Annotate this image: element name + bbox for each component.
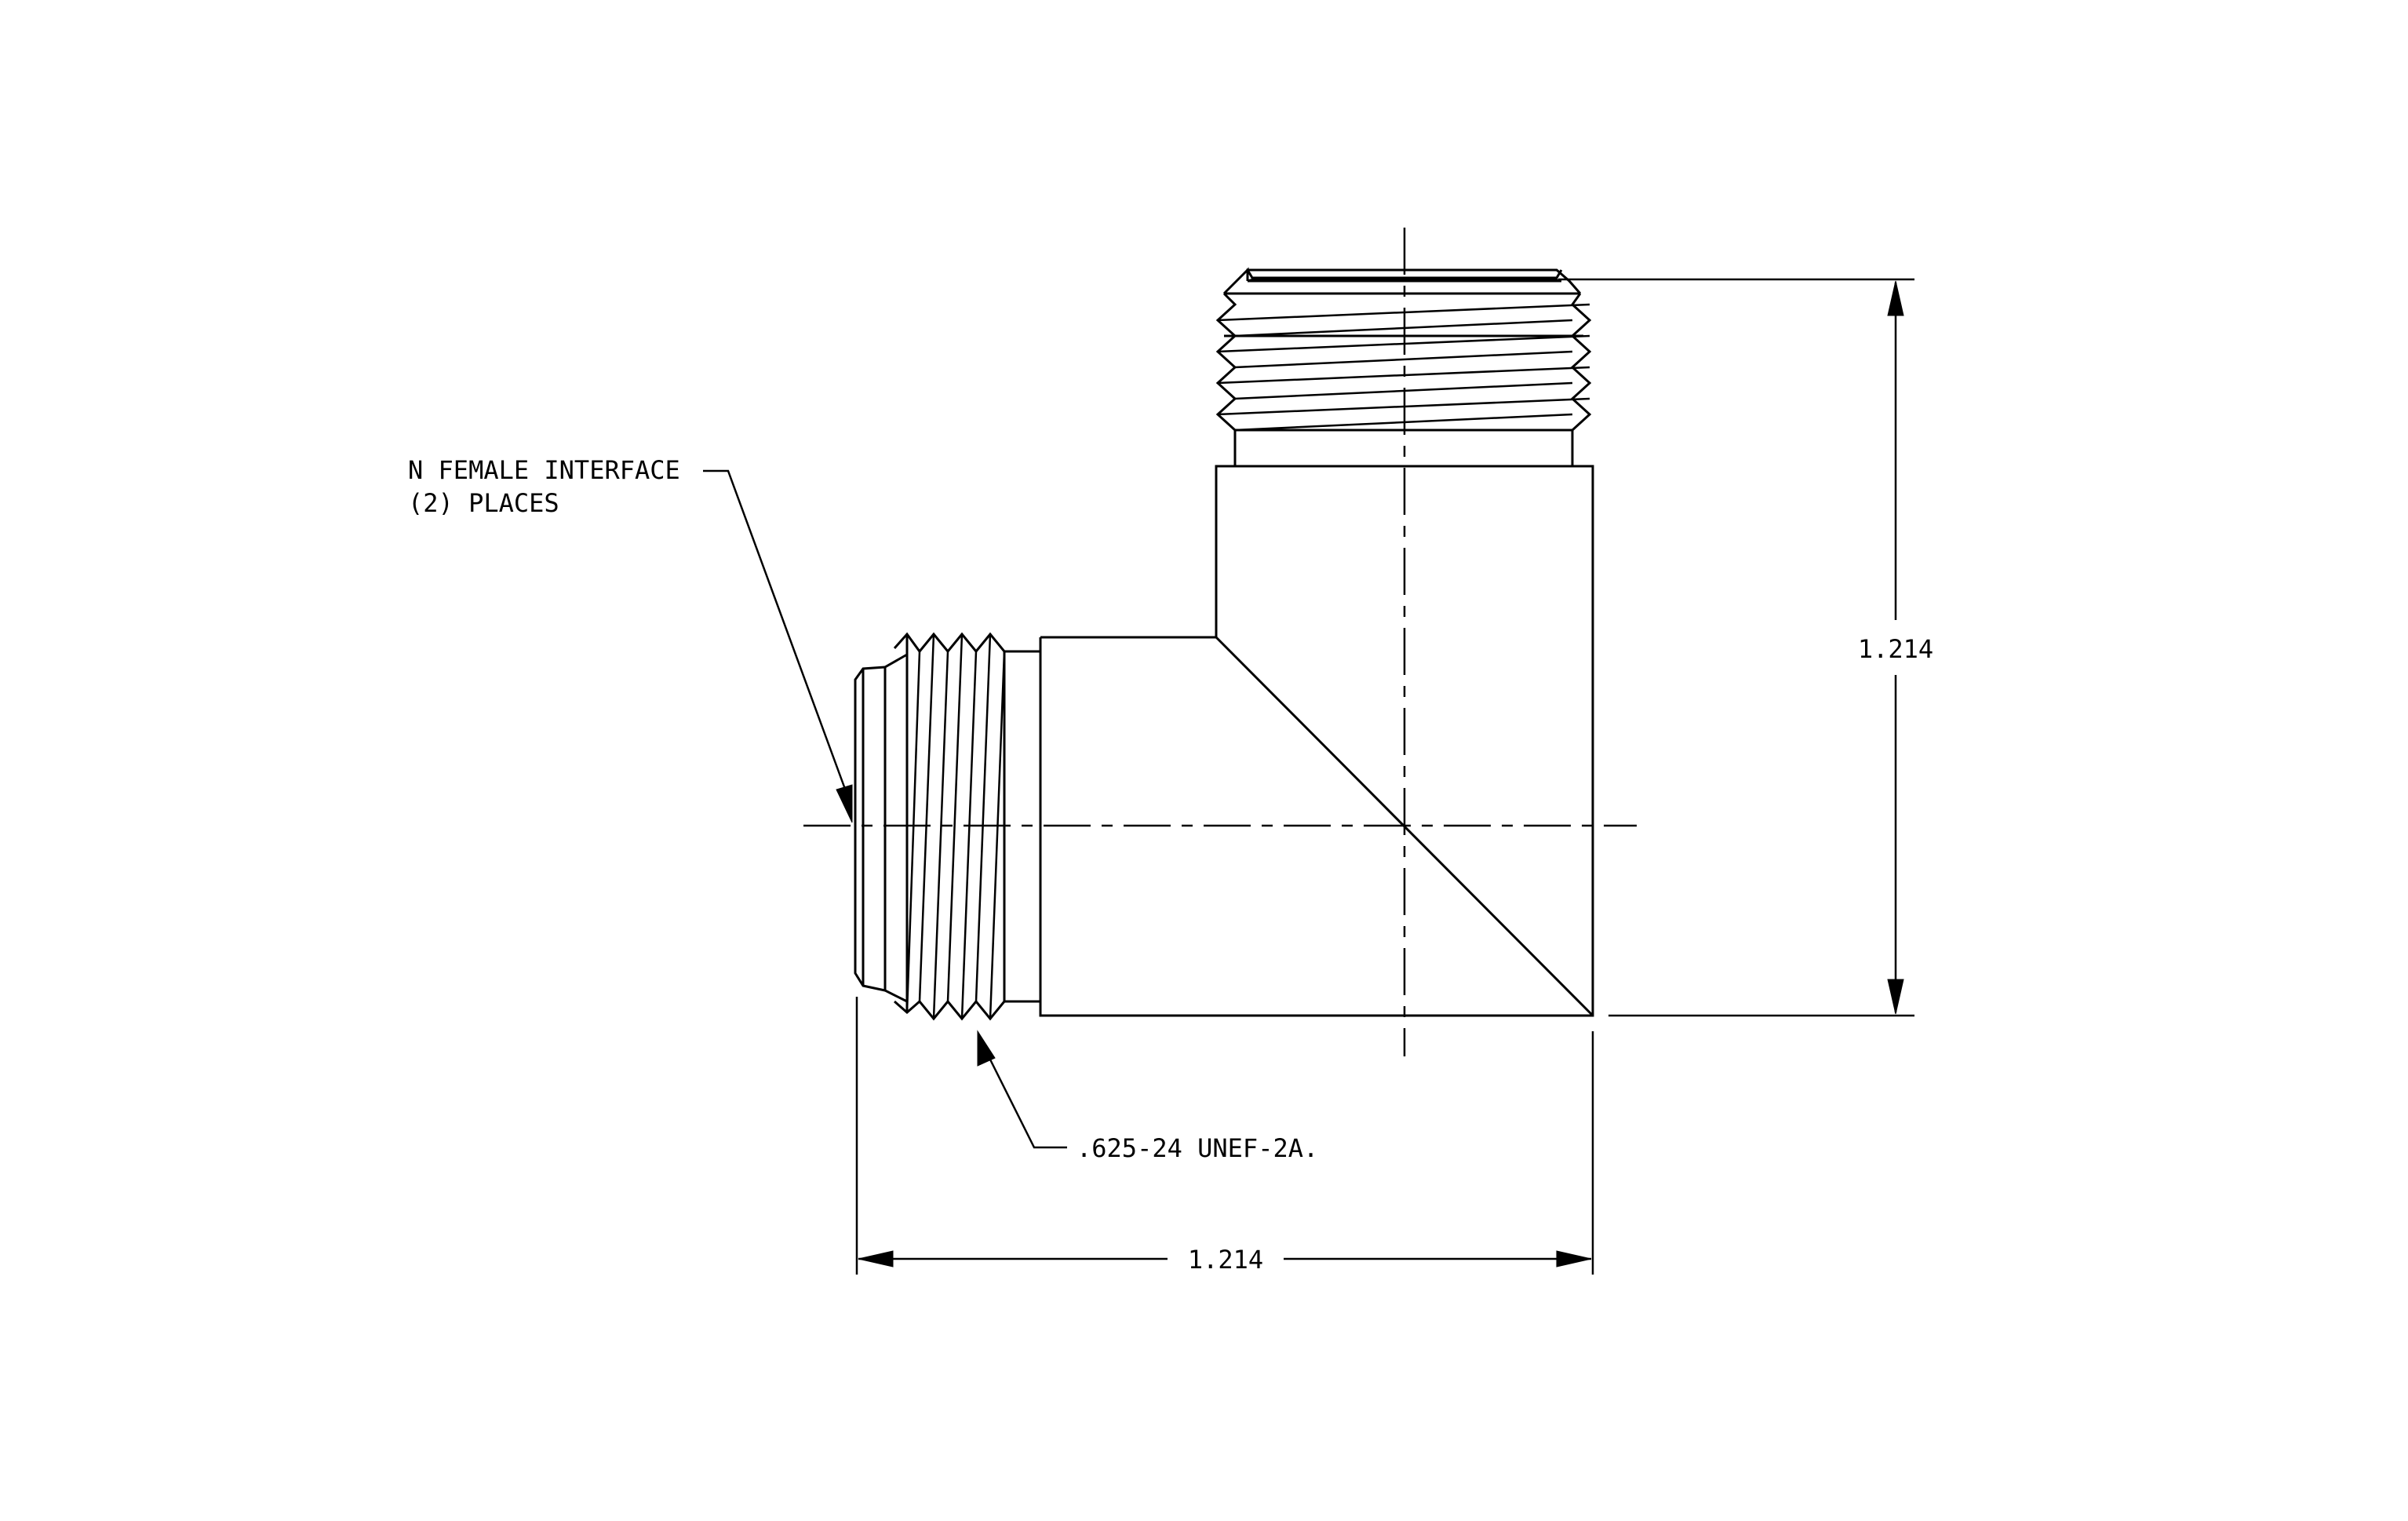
vertical-dimension-value: 1.214 [1858,634,1933,664]
left-face-body [883,653,908,1003]
left-thread-line [918,633,935,1002]
top-thread-profile-left [1215,292,1237,432]
interface-callout: N FEMALE INTERFACE (2) PLACES [408,455,853,823]
interface-callout-line2: (2) PLACES [408,488,559,518]
left-thread-line [946,633,964,1002]
interface-leader-line [703,469,847,792]
interface-callout-line1: N FEMALE INTERFACE [408,455,680,485]
thread-callout-text: .625-24 UNEF-2A. [1076,1133,1318,1163]
top-thread-profile-right [1570,293,1592,432]
center-lines [803,228,1637,1056]
left-thread-profile-top [893,632,1006,654]
arrowhead-right [1556,1250,1592,1268]
horizontal-dimension: 1.214 [855,997,1594,1275]
left-thread-line [932,651,949,1019]
thread-leader-arrow [977,1030,996,1067]
left-connector [854,632,1040,1021]
arrowhead-up [1887,280,1904,316]
thread-leader-line [987,1056,1067,1149]
top-thread-line [1234,350,1573,369]
left-thread-profile-bottom [894,999,1006,1021]
elbow-body [1039,465,1594,1017]
left-thread-line [905,651,921,1013]
horizontal-dimension-value: 1.214 [1188,1245,1263,1275]
interface-leader-arrow [836,784,853,823]
arrowhead-down [1887,979,1904,1015]
left-face [854,666,886,992]
top-face-rim [1246,269,1563,279]
thread-callout: .625-24 UNEF-2A. [977,1030,1318,1163]
left-thread-line [989,651,1006,1019]
vertical-dimension: 1.214 [1558,278,1933,1017]
arrowhead-left [858,1250,894,1268]
left-thread-line [974,633,992,1002]
left-thread-line [960,651,978,1019]
top-face-cap [1247,278,1562,283]
